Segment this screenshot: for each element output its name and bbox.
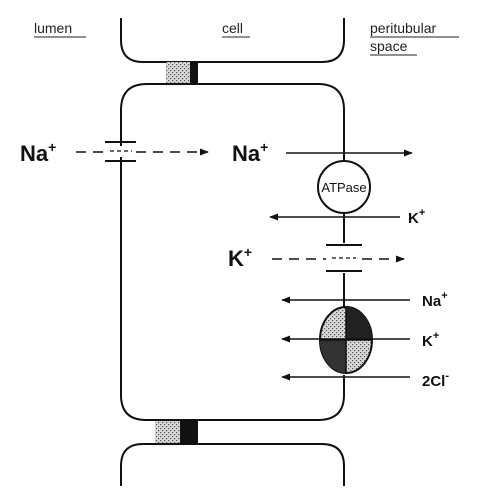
top-neighbor-cell bbox=[120, 18, 345, 63]
bottom-junction-strand bbox=[180, 420, 198, 444]
channel-k-label: K+ bbox=[228, 244, 252, 271]
cotransport-cl-label: 2Cl- bbox=[422, 370, 449, 390]
luminal-na-channel bbox=[105, 141, 136, 162]
bottom-neighbor-cell bbox=[120, 443, 345, 486]
cotransport-k-label: K+ bbox=[422, 330, 439, 350]
cell-label: cell bbox=[222, 20, 243, 36]
basolateral-na-label: Na+ bbox=[232, 139, 268, 166]
basolateral-k-channel bbox=[326, 244, 362, 272]
lumen-label: lumen bbox=[34, 20, 72, 36]
na-k-atpase-pump bbox=[317, 160, 371, 214]
top-tight-junction bbox=[166, 62, 196, 84]
peritubular-label: peritubular bbox=[370, 20, 436, 36]
na-k-2cl-cotransporter bbox=[319, 306, 373, 374]
pump-k-label: K+ bbox=[408, 207, 425, 227]
main-cell-membrane bbox=[120, 83, 345, 421]
top-junction-strand bbox=[190, 62, 198, 84]
luminal-na-label: Na+ bbox=[20, 139, 56, 166]
atpase-label: ATPase bbox=[321, 180, 366, 195]
space-label: space bbox=[370, 38, 408, 54]
cotransport-na-label: Na+ bbox=[422, 290, 448, 310]
